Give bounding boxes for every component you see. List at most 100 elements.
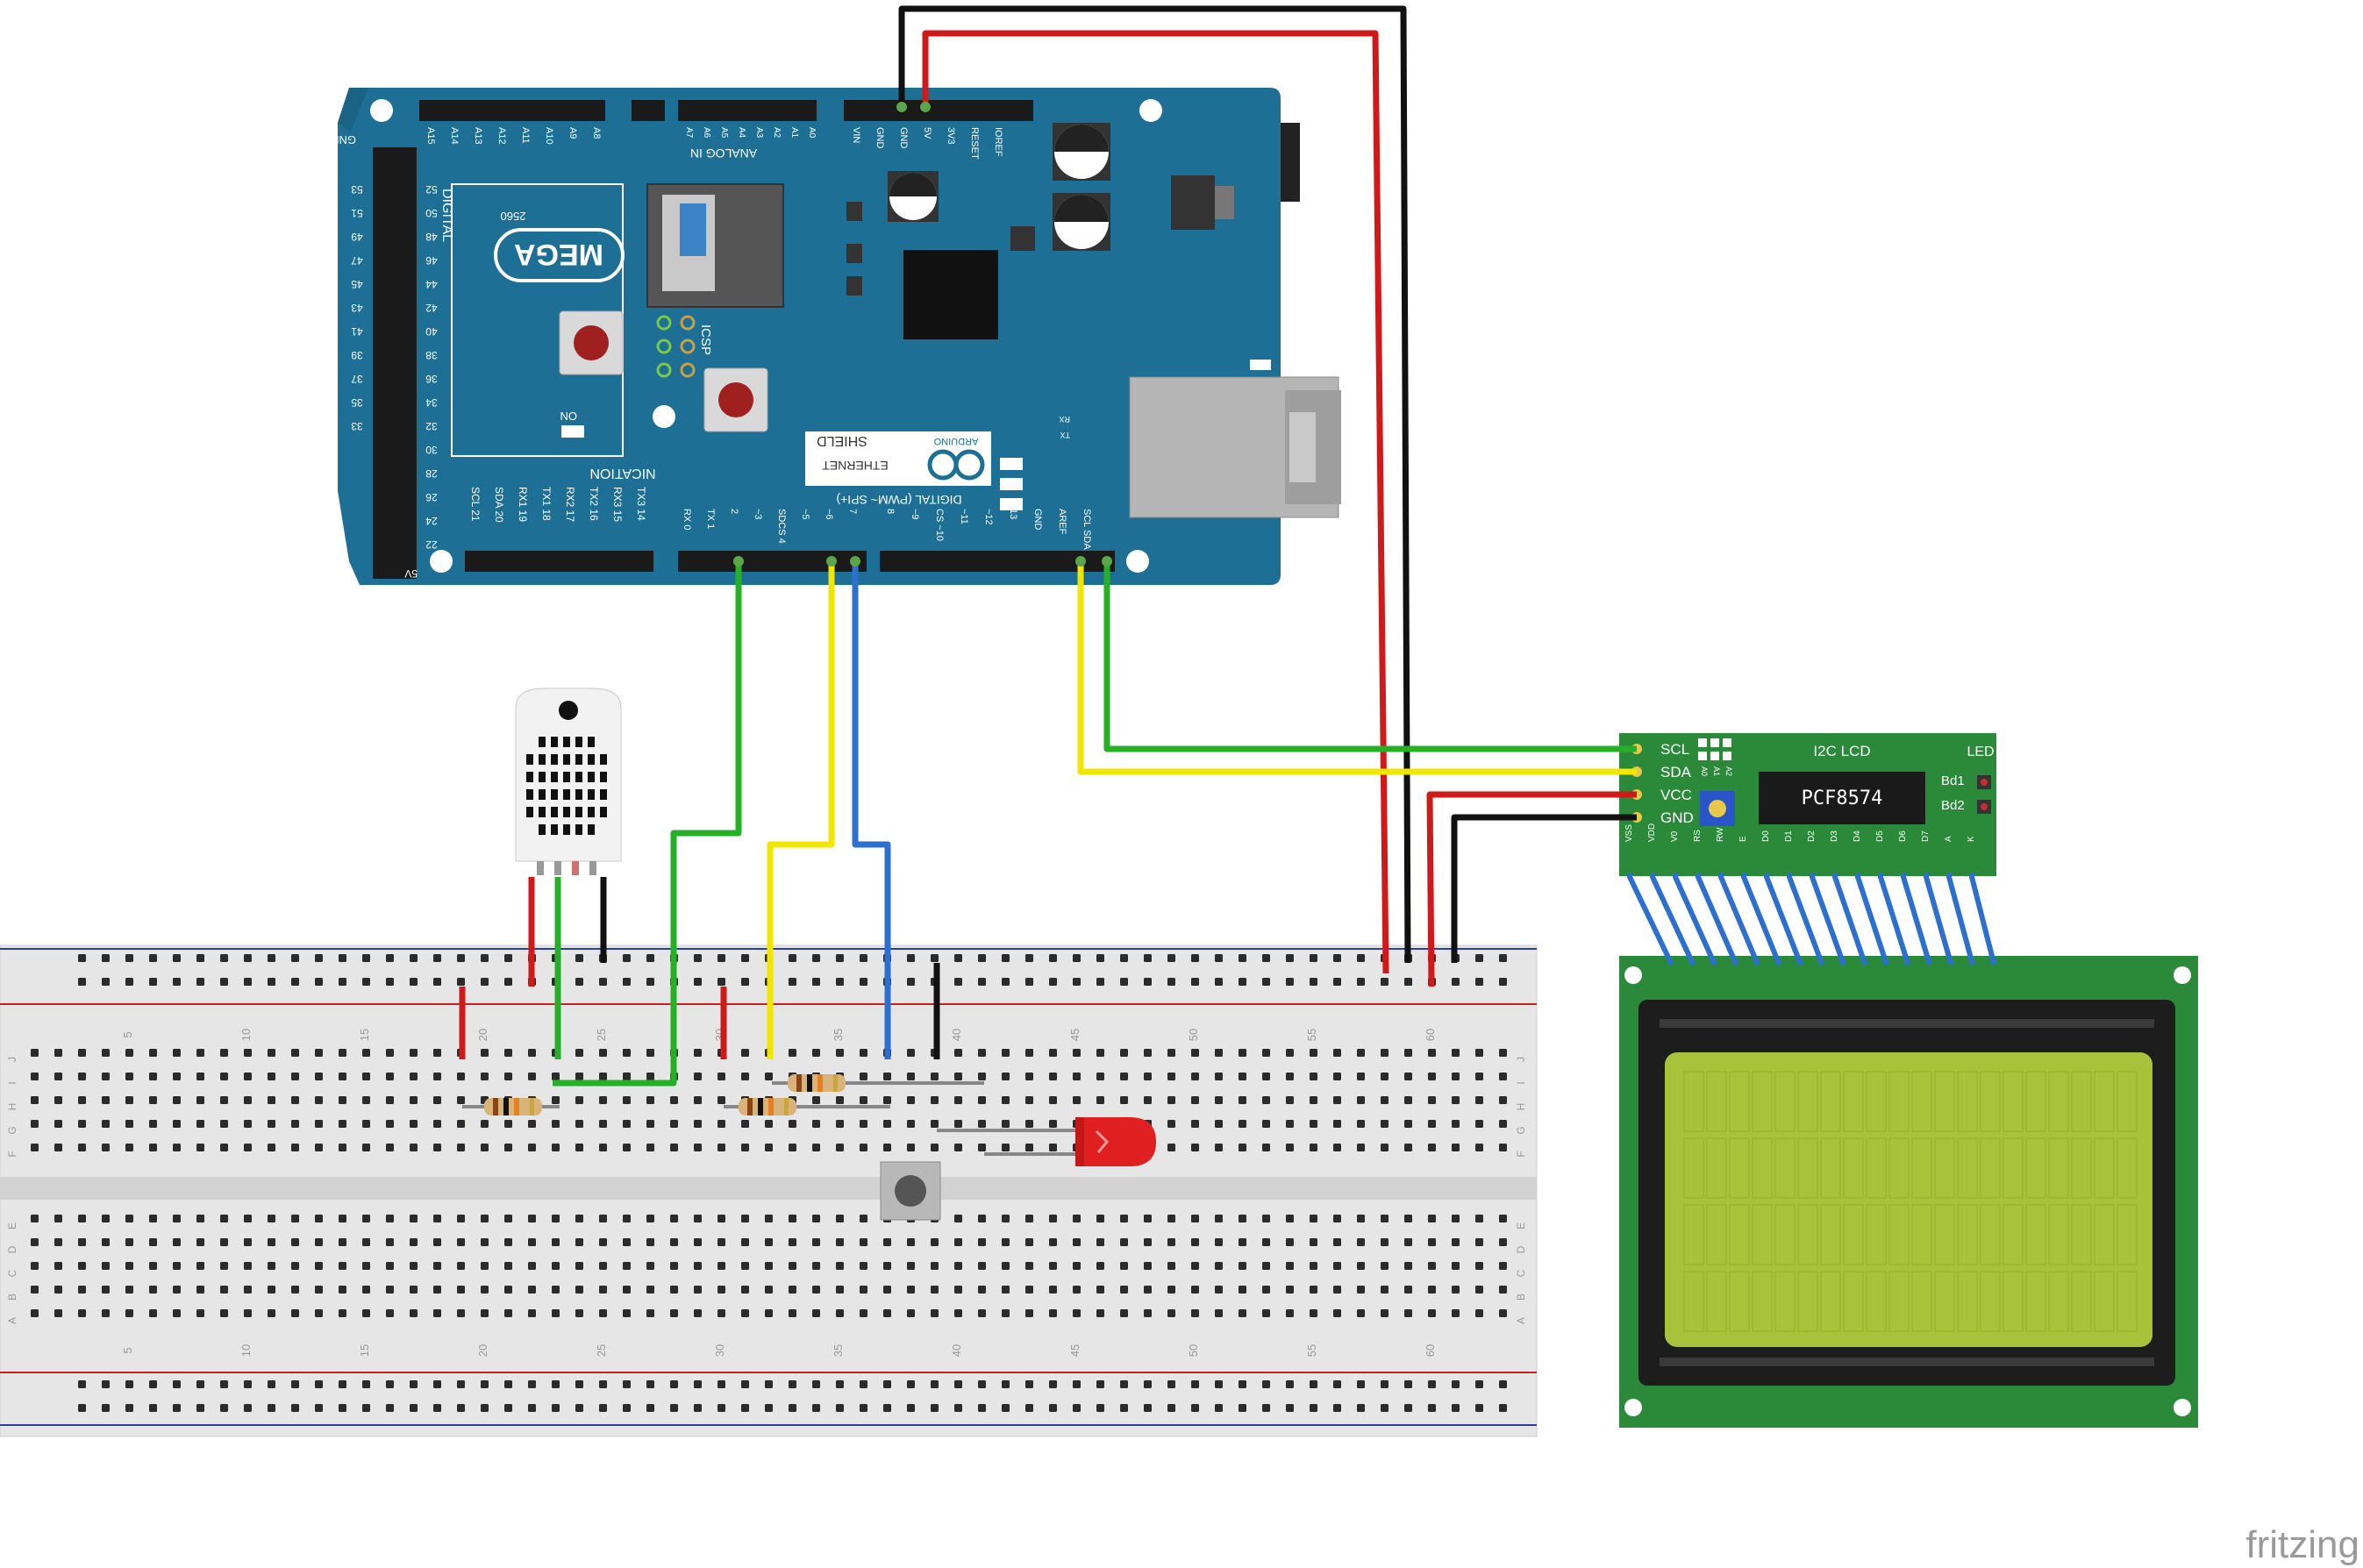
lcd-wire[interactable] xyxy=(1969,873,1997,966)
column-number: 25 xyxy=(595,1344,608,1357)
i2c-pin-label: GND xyxy=(1660,809,1694,826)
lcd-wire[interactable] xyxy=(1901,873,1932,966)
dht22-sensor[interactable] xyxy=(515,688,622,875)
pin-label: SDA 20 xyxy=(493,487,505,523)
icsp-header xyxy=(656,315,696,378)
pin-label: 44 xyxy=(425,278,438,290)
tx-led-label: TX xyxy=(1060,431,1070,439)
wire-pin6-yellow[interactable] xyxy=(767,561,835,1059)
row-letter: B xyxy=(1515,1294,1527,1301)
lcd-pin-label: D6 xyxy=(1898,830,1908,842)
pin-label: GND xyxy=(898,127,909,149)
w5100-chip xyxy=(903,250,998,339)
lcd-wire[interactable] xyxy=(1878,873,1911,966)
lcd-pin-label: E xyxy=(1738,836,1748,842)
header-analog-low[interactable] xyxy=(678,100,817,121)
wire-pin7-blue[interactable] xyxy=(852,561,891,1059)
wire-vcc-red[interactable] xyxy=(1426,791,1637,987)
pin-label: A15 xyxy=(425,127,436,145)
lcd-wire[interactable] xyxy=(1946,873,1975,966)
column-number: 30 xyxy=(713,1344,726,1357)
pushbutton[interactable] xyxy=(880,1161,941,1221)
resistor-dht22-pullup[interactable] xyxy=(462,1098,560,1115)
column-number: 35 xyxy=(832,1029,845,1041)
lcd-wire[interactable] xyxy=(1673,873,1717,966)
ethernet-jack[interactable] xyxy=(1129,360,1341,518)
reset-button[interactable] xyxy=(559,310,624,375)
i2c-pin-label: VCC xyxy=(1660,787,1692,803)
header-digital-low[interactable] xyxy=(678,551,867,572)
terminal-strip-bottom xyxy=(26,1212,1517,1330)
lcd-wire[interactable] xyxy=(1627,873,1674,966)
lcd-wire[interactable] xyxy=(1810,873,1846,966)
lcd-wire[interactable] xyxy=(1650,873,1696,966)
wire-scl-green[interactable] xyxy=(1103,561,1637,752)
pin-label: A1 xyxy=(789,127,799,139)
wire-5v-red[interactable] xyxy=(922,30,1389,974)
label-communication: NICATION xyxy=(589,466,655,481)
wire-gnd-black-2[interactable] xyxy=(1451,814,1637,963)
pin-label: A10 xyxy=(544,127,554,145)
arduino-mega-board[interactable]: MEGA 2560 ICSP ON xyxy=(331,88,1341,585)
lcd-wire[interactable] xyxy=(1787,873,1825,966)
row-letter: A xyxy=(6,1317,18,1324)
lcd-wire[interactable] xyxy=(1832,873,1868,966)
rx-led-label: RX xyxy=(1059,415,1070,424)
jumper-label-2: Bd2 xyxy=(1941,798,1965,813)
contrast-potentiometer[interactable] xyxy=(1700,791,1735,826)
shield-brand: ARDUINO xyxy=(933,436,978,446)
lcd-20x4-display[interactable] xyxy=(1619,956,2198,1428)
red-led[interactable] xyxy=(937,1117,1156,1166)
header-digital-side[interactable] xyxy=(373,147,417,579)
lcd-pin-label: A xyxy=(1944,836,1953,842)
lcd-pin-label: D4 xyxy=(1853,830,1862,842)
lcd-pin-label: D7 xyxy=(1921,830,1931,842)
resistor-led[interactable] xyxy=(772,1074,984,1092)
lcd-pin-label: D3 xyxy=(1830,830,1839,842)
lcd-wire[interactable] xyxy=(1696,873,1739,966)
row-letter: G xyxy=(1515,1126,1527,1134)
pin-label: ~9 xyxy=(910,509,920,520)
column-number: 50 xyxy=(1187,1344,1200,1357)
header-communication[interactable] xyxy=(465,551,653,572)
wire-sda-yellow[interactable] xyxy=(1077,561,1637,775)
lcd-wire[interactable] xyxy=(1718,873,1760,966)
lcd-pin-label: V0 xyxy=(1670,830,1680,842)
header-power[interactable] xyxy=(844,100,1033,121)
lcd-wire[interactable] xyxy=(1855,873,1889,966)
shield-reset-button[interactable] xyxy=(703,367,768,432)
i2c-led-label: LED xyxy=(1967,745,1994,759)
wire-gnd-black[interactable] xyxy=(898,5,1411,964)
pin-label: RX2 17 xyxy=(564,487,576,522)
pin-label: AREF xyxy=(1057,509,1067,535)
pin-label: 45 xyxy=(351,278,363,290)
pin-label: TX1 18 xyxy=(540,487,553,521)
pin-label: RX3 15 xyxy=(611,487,624,522)
i2c-title: I2C LCD xyxy=(1813,743,1870,759)
resistor-button-pulldown[interactable] xyxy=(724,1098,890,1115)
header-aref-small[interactable] xyxy=(632,100,665,121)
lcd-wire[interactable] xyxy=(1924,873,1954,966)
pin-label: 22 xyxy=(425,538,438,551)
pin-label: A8 xyxy=(591,127,602,139)
mount-hole xyxy=(1139,99,1162,122)
lcd-pin-label: D0 xyxy=(1761,830,1771,842)
pin-label: VIN xyxy=(851,127,861,143)
pin-label: 39 xyxy=(351,349,363,361)
column-number: 60 xyxy=(1424,1344,1437,1357)
lcd-wire[interactable] xyxy=(1764,873,1803,966)
lcd-pin-label: VDD xyxy=(1647,823,1657,842)
header-analog-high[interactable] xyxy=(419,100,605,121)
pin-label: TX3 14 xyxy=(635,487,647,521)
lcd-wire[interactable] xyxy=(1741,873,1782,966)
pin-label: A5 xyxy=(719,127,729,139)
wire-pin2-green[interactable] xyxy=(553,561,742,1087)
column-number: 50 xyxy=(1187,1029,1200,1041)
pin-label: TX2 16 xyxy=(588,487,600,521)
